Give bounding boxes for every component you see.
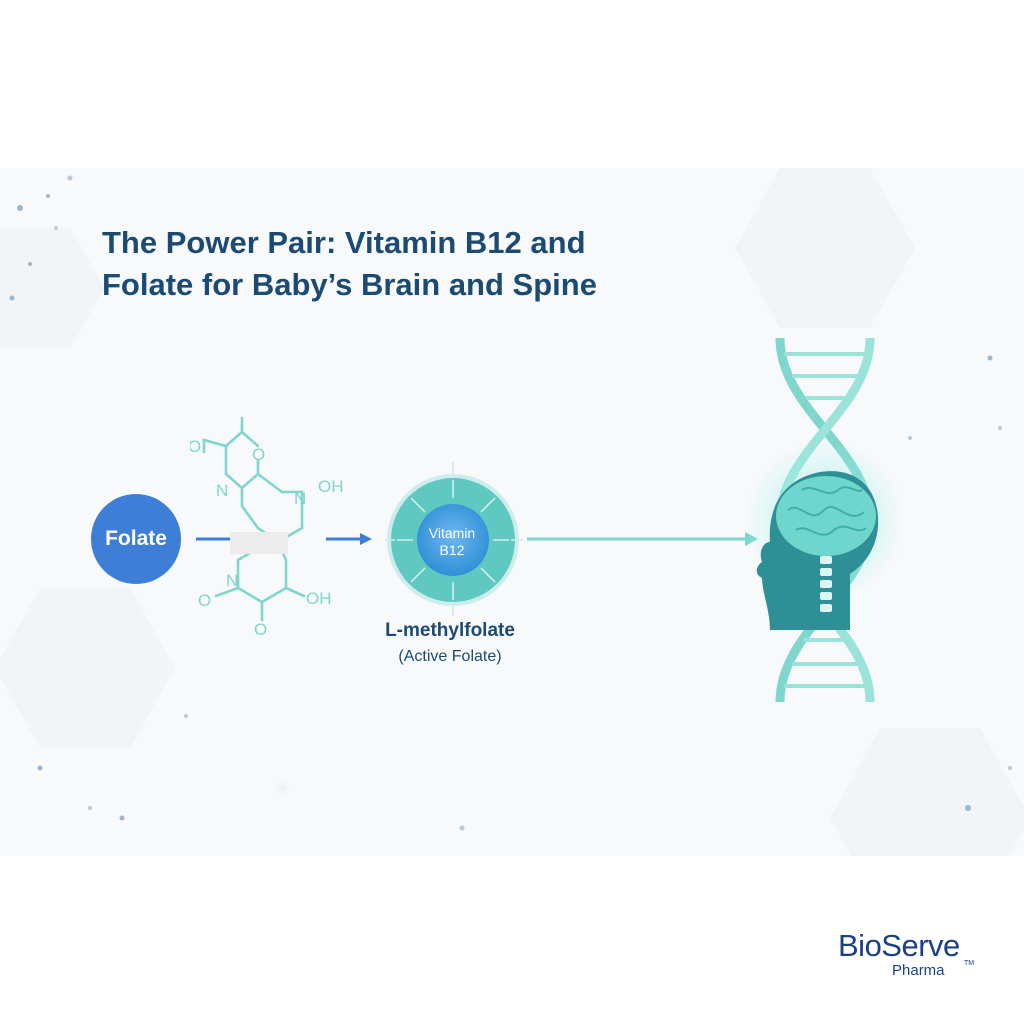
mol-oh2: OH: [306, 589, 332, 608]
product-name: L-methylfolate: [385, 620, 515, 641]
mol-o1: O: [190, 437, 201, 456]
mol-n3: N: [226, 571, 238, 590]
mol-oh1: OH: [318, 477, 344, 496]
vitamin-line2: B12: [439, 542, 465, 558]
product-subtitle: (Active Folate): [398, 648, 502, 665]
dna-helix-icon: [745, 337, 900, 703]
arrow-to-b12-head: [360, 533, 372, 545]
mol-o-ring: O: [252, 445, 265, 464]
folate-label: Folate: [105, 527, 167, 550]
redaction-box: [230, 532, 288, 554]
vitamin-b12-label: Vitamin B12: [416, 525, 488, 559]
mol-o3: O: [254, 620, 267, 639]
vitamin-b12-badge: [385, 462, 523, 616]
brand-logo-sub: Pharma: [892, 962, 945, 979]
brand-logo: BioServe: [838, 928, 960, 963]
trademark-mark: TM: [964, 960, 975, 967]
folate-node: Folate: [91, 494, 181, 584]
page-title: The Power Pair: Vitamin B12 and Folate f…: [102, 225, 597, 302]
mol-n1: N: [216, 481, 228, 500]
background-hexagons: [0, 168, 1024, 856]
molecule-structure-icon: O N O N OH O N OH O: [190, 416, 344, 639]
brain-icon: [776, 476, 876, 556]
mol-o2: O: [198, 591, 211, 610]
mol-n2: N: [294, 489, 306, 508]
vitamin-line1: Vitamin: [428, 525, 476, 541]
